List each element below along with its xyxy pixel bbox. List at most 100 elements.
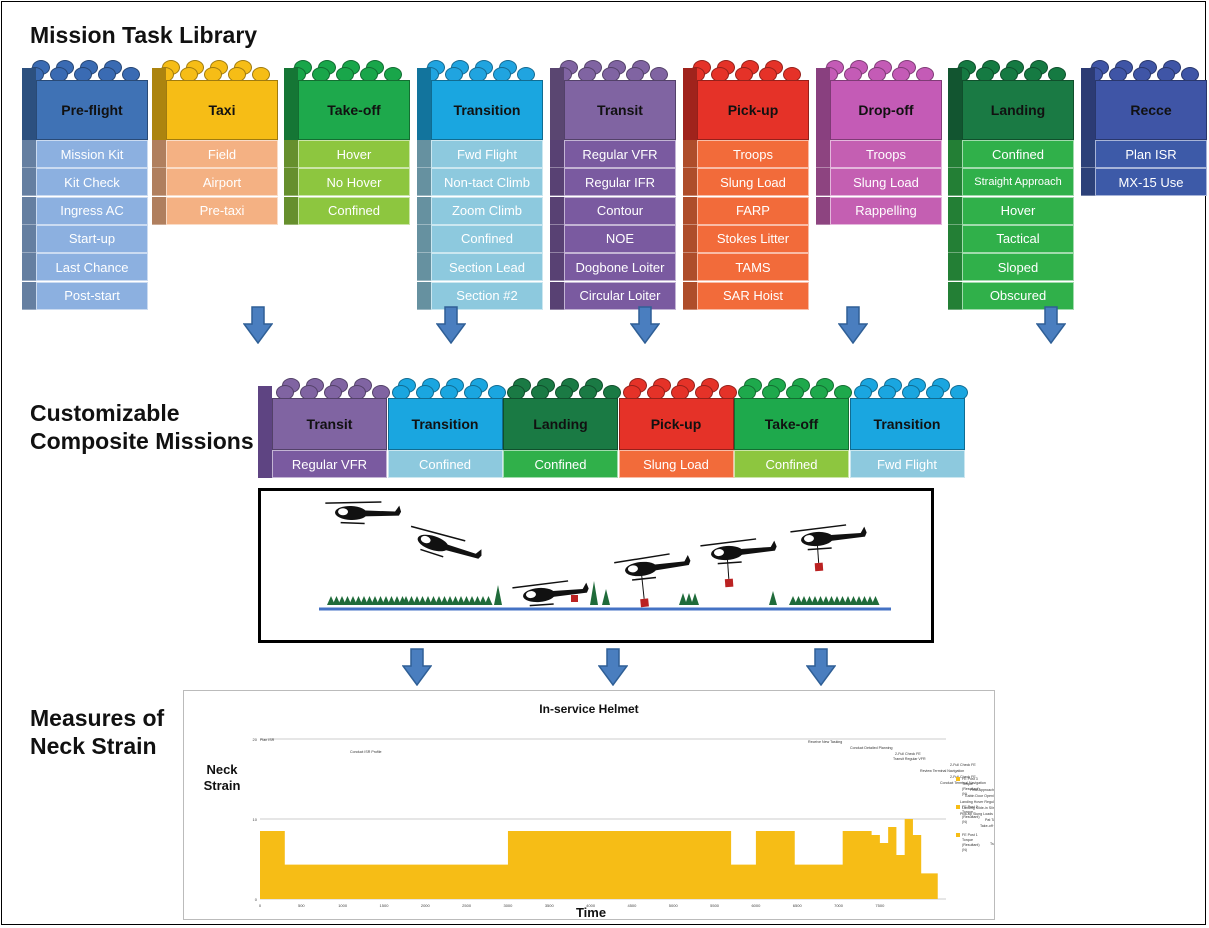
brick-side — [152, 140, 166, 168]
legend-label: FE Post 3 — [962, 777, 978, 781]
task-item: Hover — [962, 196, 1074, 225]
tree-icon — [602, 589, 610, 605]
task-item: No Hover — [298, 168, 410, 197]
slung-load-icon — [724, 578, 734, 588]
brick-side — [948, 68, 962, 140]
slung-load-icon — [814, 562, 824, 572]
task-item: Rappelling — [830, 196, 942, 225]
event-annotation: Receive New Tasking — [808, 740, 842, 744]
y-axis-label: Strain — [204, 778, 241, 793]
legend-label: Torque — [962, 782, 973, 786]
legend-label: Torque — [962, 838, 973, 842]
task-category-header: Pick-up — [697, 80, 809, 140]
tree-group — [327, 581, 880, 605]
brick-side — [550, 168, 564, 197]
tree-icon — [871, 596, 880, 605]
task-item: Circular Loiter — [564, 281, 676, 310]
tree-icon — [371, 596, 379, 605]
tree-icon — [685, 593, 693, 605]
task-item: Slung Load — [830, 168, 942, 197]
task-category-header: Pre-flight — [36, 80, 148, 140]
brick-side — [683, 168, 697, 197]
x-tick-label: 7500 — [875, 903, 885, 908]
tree-icon — [794, 596, 803, 605]
measures-title-line1: Measures of — [30, 705, 165, 731]
task-category-header: Transit — [564, 80, 676, 140]
task-item: Confined — [431, 224, 543, 253]
x-tick-label: 6000 — [751, 903, 761, 908]
task-item: Mission Kit — [36, 140, 148, 168]
brick-studs — [622, 378, 737, 400]
slung-load-icon — [571, 595, 578, 602]
y-axis-label: Neck — [206, 762, 238, 777]
brick-side — [1081, 140, 1095, 168]
tree-icon — [343, 596, 352, 605]
brick-side — [284, 140, 298, 168]
tree-icon — [424, 596, 432, 605]
task-item: Last Chance — [36, 253, 148, 282]
tree-icon — [691, 593, 699, 605]
x-tick-label: 4000 — [586, 903, 596, 908]
brick-studs — [820, 60, 934, 82]
composite-block-task: Confined — [734, 450, 849, 478]
event-annotation: Plan ISR — [260, 738, 275, 742]
composite-block-header: Landing — [503, 398, 618, 450]
neck-strain-area — [260, 819, 938, 899]
task-item: Section Lead — [431, 253, 543, 282]
task-category-header: Landing — [962, 80, 1074, 140]
task-category-header: Recce — [1095, 80, 1207, 140]
brick-side — [417, 253, 431, 282]
brick-side — [152, 196, 166, 225]
brick-side — [152, 168, 166, 197]
down-arrow-icon — [837, 306, 869, 345]
task-category-header: Taxi — [166, 80, 278, 140]
brick-side — [816, 168, 830, 197]
task-item: TAMS — [697, 253, 809, 282]
task-item: Troops — [697, 140, 809, 168]
task-item: MX-15 Use — [1095, 168, 1207, 197]
x-tick-label: 500 — [298, 903, 305, 908]
event-annotation: 2-Full Check FE — [950, 775, 976, 779]
tree-icon — [800, 596, 808, 605]
task-item: Hover — [298, 140, 410, 168]
tree-icon — [446, 596, 454, 605]
x-tick-label: 3000 — [503, 903, 513, 908]
legend-label: (Resultant) — [962, 843, 980, 847]
tree-icon — [679, 593, 687, 605]
brick-side — [284, 68, 298, 140]
x-axis-label: Time — [576, 905, 606, 919]
chart-title: In-service Helmet — [539, 702, 638, 716]
task-category-header: Drop-off — [830, 80, 942, 140]
tree-icon — [789, 596, 797, 605]
x-tick-label: 1000 — [338, 903, 348, 908]
legend-swatch — [956, 777, 960, 781]
x-tick-label: 5500 — [710, 903, 720, 908]
down-arrow-icon — [401, 648, 433, 687]
library-title: Mission Task Library — [30, 22, 258, 48]
task-item: SAR Hoist — [697, 281, 809, 310]
task-item: NOE — [564, 224, 676, 253]
event-annotation: Landing Hover Regular — [960, 800, 994, 804]
tree-icon — [816, 596, 825, 605]
composite-block-header: Pick-up — [618, 398, 734, 450]
task-item: Contour — [564, 196, 676, 225]
task-item: Non-tact Climb — [431, 168, 543, 197]
event-annotation: Transit Regular VFR — [893, 757, 926, 761]
legend-swatch — [956, 833, 960, 837]
task-item: Slung Load — [697, 168, 809, 197]
tree-icon — [376, 596, 385, 605]
task-item: Straight Approach — [962, 168, 1074, 197]
helicopter-icon — [512, 580, 589, 607]
down-arrow-icon — [1035, 306, 1067, 345]
measures-title-line2: Neck Strain — [30, 733, 157, 759]
brick-side — [417, 224, 431, 253]
brick-side — [417, 140, 431, 168]
brick-studs — [288, 60, 402, 82]
event-annotation: Transition to Fwd Flt (Slung Reg) — [990, 842, 994, 846]
event-annotation: Pick-up Slung Loads FE Manual — [960, 812, 994, 816]
event-annotation: Final Approach — [970, 788, 994, 792]
task-item: Plan ISR — [1095, 140, 1207, 168]
